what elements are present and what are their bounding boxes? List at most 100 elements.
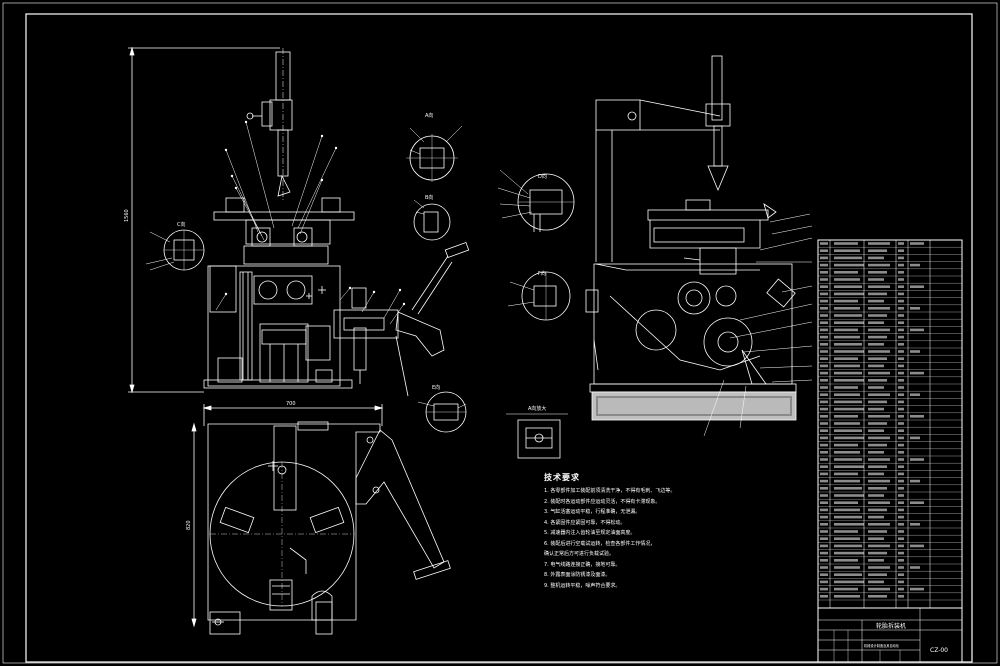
parts-list-entry-mark xyxy=(898,515,904,519)
parts-list-entry-mark xyxy=(898,285,904,288)
parts-list-entry-mark xyxy=(834,285,862,288)
parts-list-entry-mark xyxy=(820,515,828,519)
parts-list-entry-mark xyxy=(820,307,828,310)
parts-list-entry-mark xyxy=(834,407,864,411)
parts-list-entry-mark xyxy=(834,508,860,512)
parts-list-entry-mark xyxy=(898,508,904,512)
parts-list-entry-mark xyxy=(898,501,904,504)
parts-list-entry-mark xyxy=(898,566,904,569)
parts-list-entry-mark xyxy=(820,400,828,404)
parts-list-entry-mark xyxy=(868,515,884,519)
parts-list-entry-mark xyxy=(820,242,828,245)
parts-list-entry-mark xyxy=(910,566,920,569)
parts-list-entry-mark xyxy=(834,494,864,497)
parts-list-entry-mark xyxy=(868,458,890,461)
parts-list-entry-mark xyxy=(820,508,828,512)
parts-list-entry-mark xyxy=(868,544,890,548)
label-detail-c: C向 xyxy=(177,221,186,228)
parts-list-entry-mark xyxy=(898,544,904,548)
parts-list-entry-mark xyxy=(910,587,924,591)
parts-list-entry-mark xyxy=(910,436,920,440)
parts-list-entry-mark xyxy=(898,530,904,533)
parts-list-entry-mark xyxy=(820,595,828,598)
parts-list-entry-mark xyxy=(820,537,828,540)
label-detail-a: A向 xyxy=(425,112,433,119)
technical-note-line: 确认正常后方可进行负载试验。 xyxy=(544,551,615,557)
dim-overall-height: 1560 xyxy=(124,209,130,222)
parts-list-entry-mark xyxy=(834,458,862,461)
technical-note-line: 2. 装配时各运动部件应运动灵活，不得有卡滞现象。 xyxy=(544,498,661,505)
parts-list-entry-mark xyxy=(820,501,828,504)
parts-list-entry-mark xyxy=(898,249,904,252)
parts-list-entry-mark xyxy=(834,314,862,317)
parts-list-entry-mark xyxy=(898,587,904,591)
parts-list-entry-mark xyxy=(898,299,904,303)
parts-list-entry-mark xyxy=(834,364,860,368)
parts-list-entry-mark xyxy=(868,400,887,404)
parts-list-entry-mark xyxy=(868,494,884,497)
detail-b xyxy=(413,199,451,241)
parts-list-entry-mark xyxy=(820,494,828,497)
parts-list-entry-mark xyxy=(910,415,924,418)
parts-list-entry-mark xyxy=(898,379,904,382)
parts-list-entry-mark xyxy=(868,537,884,540)
parts-list-entry-mark xyxy=(834,451,860,454)
parts-list-entry-mark xyxy=(898,314,904,317)
parts-list-entry-mark xyxy=(820,436,828,440)
parts-list-entry-mark xyxy=(898,436,904,440)
parts-list-entry-mark xyxy=(834,566,860,569)
title-company: 机械设计制造及其自动化 xyxy=(864,643,900,648)
parts-list-entry-mark xyxy=(868,580,884,584)
parts-list-entry-mark xyxy=(868,350,890,353)
parts-list-entry-mark xyxy=(910,371,924,375)
parts-list-entry-mark xyxy=(834,595,860,598)
parts-list-entry-mark xyxy=(910,544,924,548)
parts-list-entry-mark xyxy=(834,429,862,432)
parts-list-entry-mark xyxy=(910,458,924,461)
parts-list-entry-mark xyxy=(820,559,828,562)
parts-list-entry-mark xyxy=(820,379,828,382)
parts-list-entry-mark xyxy=(834,544,862,548)
parts-list-entry-mark xyxy=(834,242,858,245)
parts-list-entry-mark xyxy=(898,256,904,260)
parts-list-entry-mark xyxy=(868,559,884,562)
parts-list-entry-mark xyxy=(820,371,828,375)
parts-list-entry-mark xyxy=(898,242,904,245)
label-detail-e: E向 xyxy=(432,384,440,391)
parts-list-entry-mark xyxy=(898,400,904,404)
parts-list-entry-mark xyxy=(820,328,828,332)
parts-list-entry-mark xyxy=(820,458,828,461)
parts-list-entry-mark xyxy=(834,249,860,252)
parts-list-entry-mark xyxy=(820,429,828,432)
technical-note-line: 5. 减速器内注入齿轮油至规定油面高度。 xyxy=(544,530,636,536)
parts-list-entry-mark xyxy=(834,321,864,324)
parts-list-entry-mark xyxy=(834,371,862,375)
parts-list-entry-mark xyxy=(820,573,828,576)
parts-list-entry-mark xyxy=(868,551,887,555)
parts-list-entry-mark xyxy=(834,299,858,303)
parts-list-entry-mark xyxy=(820,566,828,569)
parts-list-entry-mark xyxy=(834,422,860,425)
parts-list-entry-mark xyxy=(834,551,864,555)
parts-list-entry-mark xyxy=(834,292,864,296)
parts-list-entry-mark xyxy=(898,523,904,526)
front-view xyxy=(128,46,470,397)
parts-list-entry-mark xyxy=(898,364,904,368)
parts-list-entry-mark xyxy=(820,472,828,476)
parts-list-entry-mark xyxy=(820,343,828,346)
title-block xyxy=(817,607,963,663)
title-drawing-no: CZ-00 xyxy=(930,647,948,654)
parts-list-entry-mark xyxy=(868,343,884,346)
parts-list-entry-mark xyxy=(868,429,884,432)
detail-a xyxy=(406,125,463,182)
parts-list-entry-mark xyxy=(834,350,864,353)
parts-list-entry-mark xyxy=(834,465,864,468)
parts-list-entry-mark xyxy=(820,314,828,317)
parts-list-entry-mark xyxy=(868,566,890,569)
parts-list-entry-mark xyxy=(868,357,887,360)
parts-list-entry-mark xyxy=(834,400,862,404)
technical-note-line: 4. 各紧固件应紧固可靠，不得松动。 xyxy=(544,519,626,526)
technical-note-line: 3. 气缸活塞运动平稳，行程准确，无泄漏。 xyxy=(544,509,641,515)
parts-list-entry-mark xyxy=(910,523,920,526)
parts-list-entry-mark xyxy=(834,263,864,267)
